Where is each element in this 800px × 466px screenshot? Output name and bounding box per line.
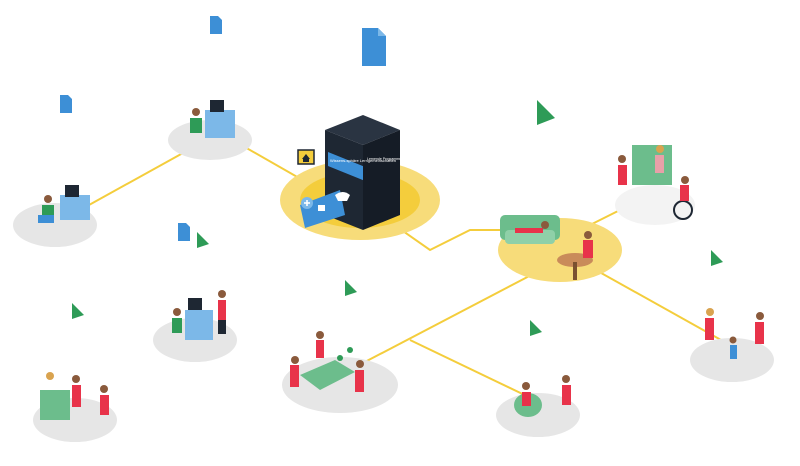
triangle-marker-icon: [530, 320, 542, 336]
platform-desk-mid: [153, 290, 237, 362]
triangle-marker-icon: [345, 280, 357, 296]
platform-group-right: [690, 308, 774, 382]
triangle-marker-icon: [72, 303, 84, 319]
platform-desk-left: [13, 185, 97, 247]
hub-lounge: [498, 215, 622, 282]
triangle-marker-icon: [197, 232, 209, 248]
hub-server: Wissens-sphäre Lerngemeinschaften Lernen…: [280, 115, 440, 240]
document-icon: [362, 28, 386, 66]
platform-reception: [33, 372, 117, 442]
document-icon: [210, 16, 222, 34]
image-icon: [318, 205, 325, 211]
triangle-marker-icon: [537, 100, 555, 125]
platform-desk-top: [168, 100, 252, 160]
platform-beanbag: [496, 375, 580, 437]
document-icon: [60, 95, 72, 113]
server-label-front: Wissens-sphäre Lerngemeinschaften: [330, 158, 396, 163]
server-label-side: Lernende Programme Teilhabe Inklusion: [367, 157, 430, 161]
platform-table: [282, 331, 398, 413]
triangle-marker-icon: [711, 250, 723, 266]
home-icon: [302, 154, 310, 162]
plus-icon: [304, 200, 310, 206]
platform-wheelchair: [615, 145, 695, 225]
document-icon: [178, 223, 190, 241]
